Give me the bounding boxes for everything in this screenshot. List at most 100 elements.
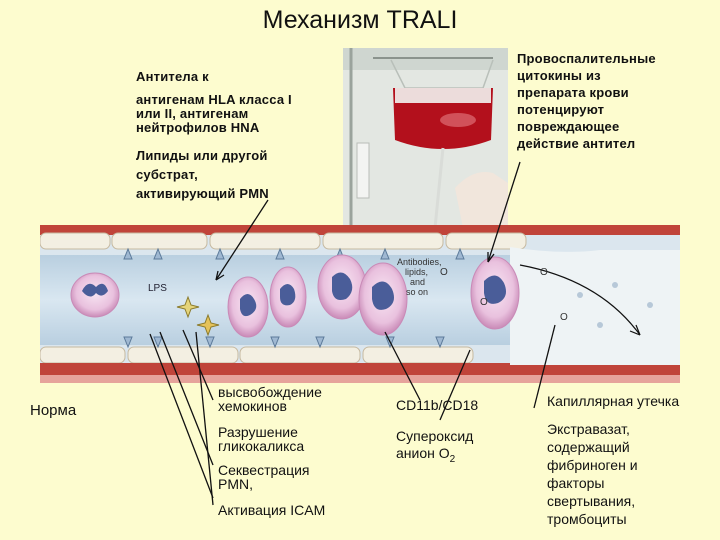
antibodies-label: Антитела к антигенам HLA класса I или II…: [136, 70, 292, 135]
exudate-line-6: тромбоциты: [547, 511, 627, 527]
nucleus: [280, 284, 296, 306]
exudate-particles: [577, 282, 653, 328]
mediators-line-1: высвобождение: [218, 384, 322, 400]
bag-label-2: lipids,: [405, 267, 428, 277]
superoxide-anion-text: анион O: [396, 445, 450, 461]
lipids-line-1: Липиды или другой: [136, 148, 268, 163]
receptor: [380, 247, 390, 260]
antibodies-line-4: нейтрофилов HNA: [136, 120, 260, 135]
receptor: [123, 247, 133, 260]
mediators-line-4: гликокаликса: [218, 438, 305, 454]
neutrophil-normal: [70, 272, 120, 318]
cytokines-line-6: действие антител: [517, 136, 636, 151]
o2-label-3: O: [540, 267, 548, 278]
neutrophil-3: [269, 266, 307, 328]
exudate-line-5: свертывания,: [547, 493, 636, 509]
superoxide-line-2: анион O2: [396, 445, 473, 468]
antibodies-line-3: или II, антигенам: [136, 106, 249, 121]
blood-bag-photo: [343, 48, 508, 228]
endothelial-cell: [209, 232, 321, 250]
endothelial-cell: [445, 232, 527, 250]
page-title: Механизм TRALI: [262, 6, 458, 34]
exudate-line-1: Экстравазат,: [547, 421, 630, 437]
sequestration-pointer: [149, 333, 214, 499]
neutrophil-4: [317, 254, 367, 320]
exudate-line-4: факторы: [547, 475, 605, 491]
neutrophil-2: [227, 276, 269, 338]
lipids-pointer: [215, 199, 269, 281]
top-endothelium: [40, 232, 527, 250]
lipids-line-2: субстрат,: [136, 167, 198, 182]
receptor: [315, 336, 325, 349]
nucleus: [332, 272, 353, 300]
receptor: [153, 247, 163, 260]
receptor: [270, 336, 280, 349]
mediators-line-2: хемокинов: [218, 398, 287, 414]
blood-bag-illustration: [343, 48, 508, 228]
o2-label-4: O: [560, 312, 568, 323]
bag-label-1: Antibodies,: [397, 257, 442, 267]
bag-contents-label: Antibodies, lipids, and so on: [397, 257, 442, 297]
nucleus: [240, 294, 257, 317]
exudate-line-3: фибриноген и: [547, 457, 638, 473]
mediators-line-5: Секвестрация: [218, 462, 310, 478]
norma-label: Норма: [30, 402, 77, 419]
lipids-label: Липиды или другой субстрат, активирующий…: [136, 146, 269, 203]
bag-top: [395, 88, 491, 103]
exudate-label: Экстравазат, содержащий фибриноген и фак…: [547, 420, 638, 528]
top-red-layer: [40, 225, 680, 235]
cytokines-arrowhead: [487, 252, 495, 263]
cytokines-line-4: потенцируют: [517, 102, 605, 117]
mediators-line-3: Разрушение: [218, 424, 298, 440]
receptor: [275, 247, 285, 260]
superoxide-subscript: 2: [449, 453, 456, 465]
nucleus: [484, 275, 506, 304]
tube-holder: [356, 142, 370, 199]
antibodies-line-1: Антитела к: [136, 69, 209, 84]
exudate-line-2: содержащий: [547, 439, 630, 455]
bag-label-3: and: [410, 277, 425, 287]
cytokines-pointer: [487, 161, 521, 263]
cell-body: [70, 272, 120, 318]
lipids-arrowhead: [215, 270, 225, 281]
bag-highlight: [440, 113, 476, 127]
neutrophil-6: [470, 256, 520, 330]
receptor: [455, 247, 465, 260]
activator-star-icon: [196, 313, 220, 337]
particle: [612, 282, 618, 288]
bag-label-4: so on: [406, 287, 428, 297]
receptor: [153, 336, 163, 349]
nucleus: [372, 281, 394, 310]
superoxide-line-1: Супероксид: [396, 428, 474, 444]
lps-star-icon: [176, 295, 200, 319]
receptor: [123, 336, 133, 349]
antibodies-line-2: антигенам HLA класса I: [136, 92, 292, 107]
cytokines-label: Провоспалительные цитокины из препарата …: [517, 50, 656, 152]
glycocalyx-pointer: [159, 331, 214, 466]
lipids-line-3: активирующий PMN: [136, 186, 269, 201]
receptor: [205, 336, 215, 349]
neutrophil-5: [358, 262, 408, 336]
leak-arrow-curve: [519, 264, 641, 336]
receptor: [435, 336, 445, 349]
cytokines-line-3: препарата крови: [517, 85, 629, 100]
iv-tube: [433, 147, 445, 228]
particle: [577, 292, 583, 298]
cytokines-line-1: Провоспалительные: [517, 51, 656, 66]
chemokines-pointer: [182, 329, 214, 401]
o2-label-2: O: [480, 297, 488, 308]
o2-label-1: O: [440, 267, 448, 278]
superoxide-label: Супероксид анион O2: [396, 428, 473, 468]
cytokines-line-2: цитокины из: [517, 68, 601, 83]
particle: [647, 302, 653, 308]
icam-pointer: [195, 331, 214, 506]
particle: [597, 322, 603, 328]
capillary-leak-label: Капиллярная утечка: [547, 393, 680, 409]
gloved-hand: [455, 172, 508, 228]
lps-text: LPS: [148, 283, 167, 294]
endothelial-cell: [322, 232, 444, 250]
nucleus: [82, 283, 108, 297]
cytokines-line-5: повреждающее: [517, 119, 620, 134]
bottom-tissue: [40, 375, 680, 383]
